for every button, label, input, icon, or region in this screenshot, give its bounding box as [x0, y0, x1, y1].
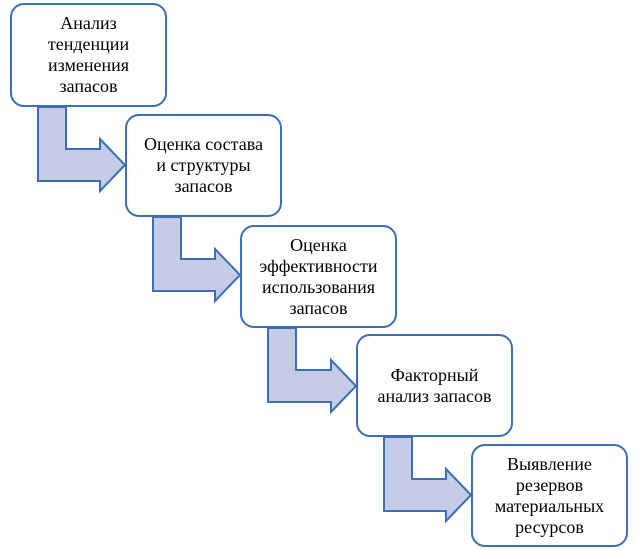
step-label-line: Факторный: [390, 364, 479, 385]
step-box-efficiency-assessment: Оценка эффективности использования запас…: [240, 225, 397, 328]
step-box-trend-analysis: Анализ тенденции изменения запасов: [10, 3, 167, 107]
step-label-line: Оценка состава: [144, 134, 263, 154]
arrow-2-to-3: [152, 216, 242, 304]
step-label-line: резервов: [515, 474, 584, 495]
arrow-1-to-2: [37, 106, 127, 194]
step-label-line: запасов: [289, 297, 348, 318]
step-label-line: использования: [261, 276, 375, 297]
step-label-line: запасов: [174, 176, 233, 196]
step-label-line: изменения: [47, 55, 130, 75]
step-label-line: ресурсов: [515, 516, 584, 537]
step-label-line: Оценка: [290, 234, 347, 255]
step-box-reserves-identification: Выявление резервов материальных ресурсов: [471, 444, 628, 547]
step-box-composition-assessment: Оценка состава и структуры запасов: [125, 114, 282, 217]
arrow-4-to-5: [383, 436, 473, 524]
arrow-3-to-4: [267, 327, 358, 415]
step-label-line: тенденции: [47, 34, 130, 54]
step-label-line: Выявление: [507, 453, 592, 474]
step-label-line: материальных: [494, 495, 605, 516]
step-label-line: Анализ: [60, 13, 117, 33]
step-label-line: анализ запасов: [377, 385, 492, 406]
step-label-line: и структуры: [156, 155, 251, 175]
step-label-line: эффективности: [259, 255, 378, 276]
step-box-factor-analysis: Факторный анализ запасов: [356, 334, 513, 437]
step-label-line: запасов: [59, 76, 118, 96]
